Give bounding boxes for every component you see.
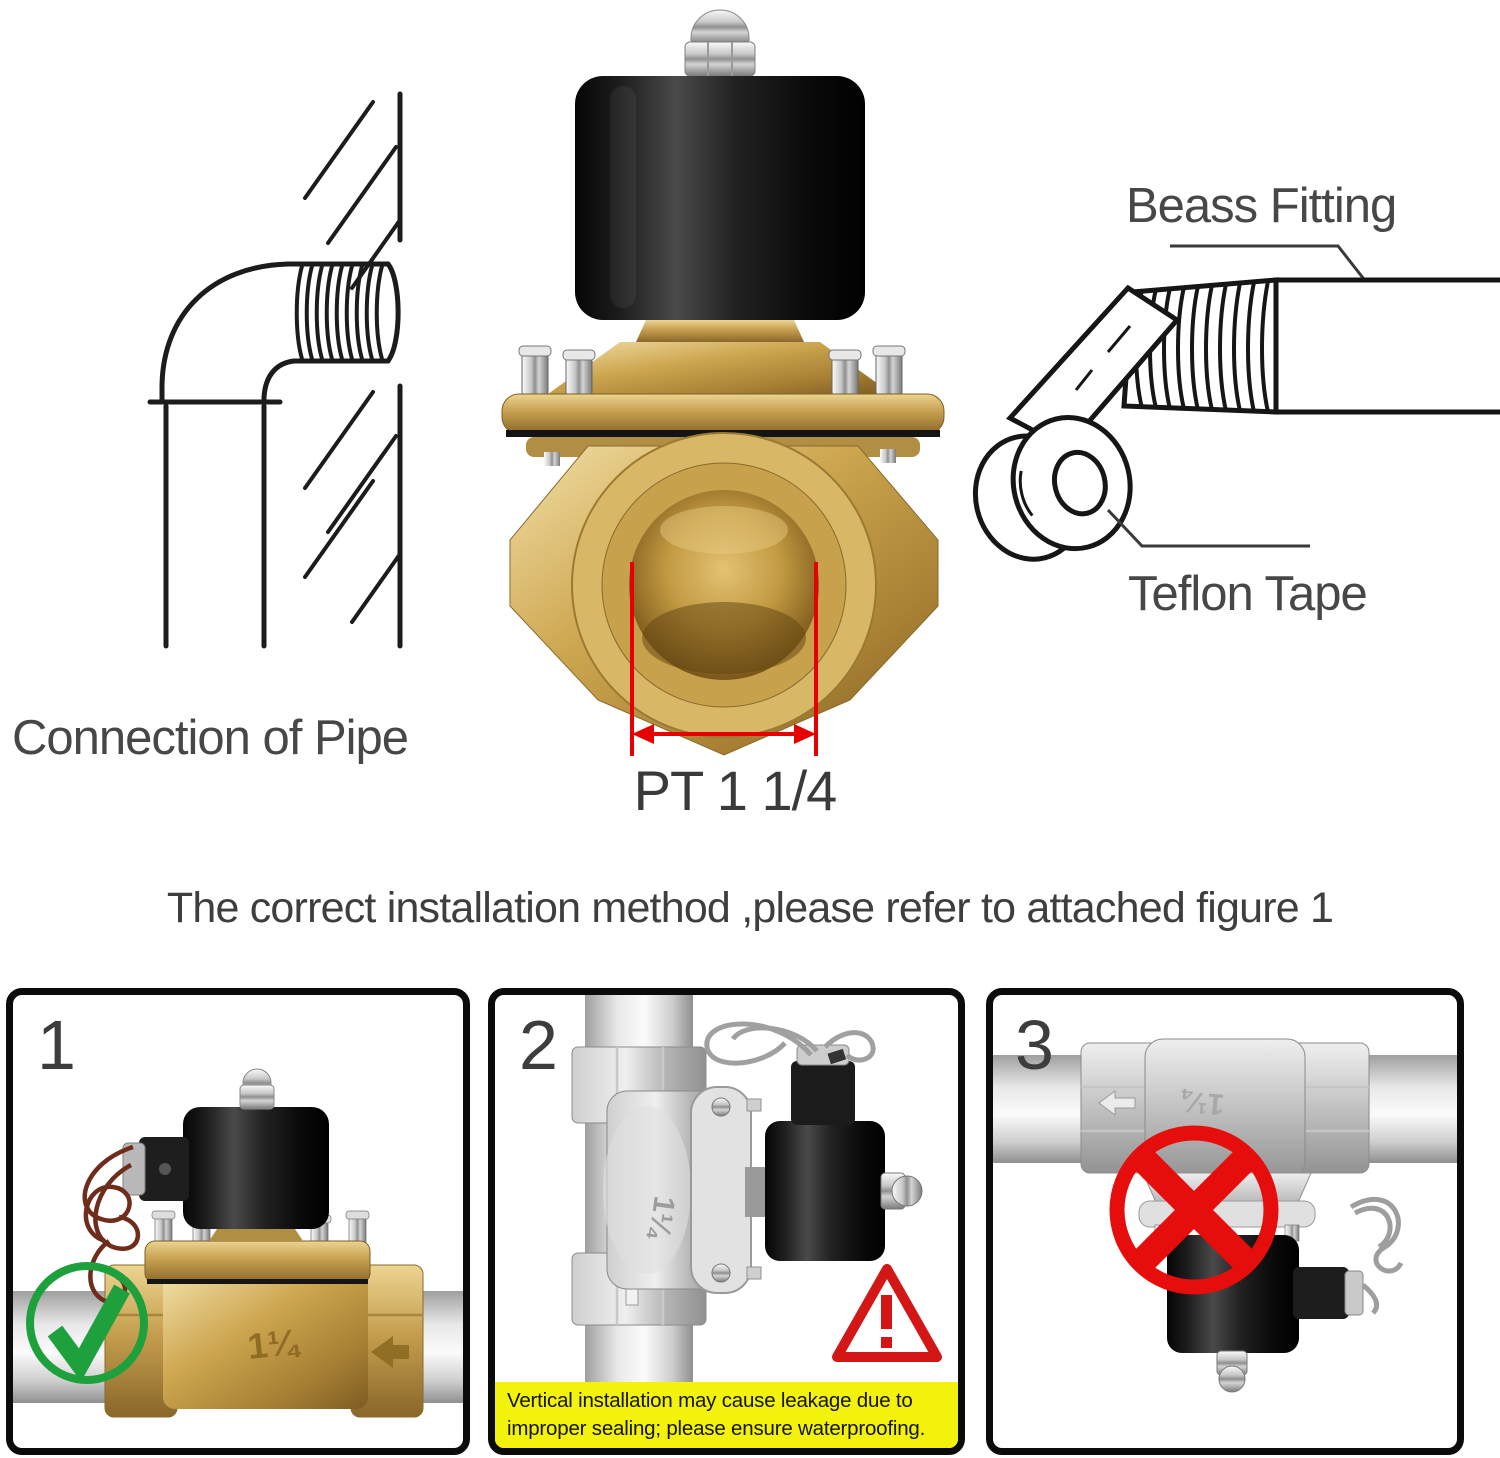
warning-banner: Vertical installation may cause leakage … <box>495 1382 958 1448</box>
check-icon <box>26 1262 148 1384</box>
valve-body <box>1144 1038 1306 1180</box>
bolt <box>711 1097 731 1117</box>
din-connector <box>1293 1267 1349 1319</box>
bonnet-flange <box>690 1086 752 1294</box>
installation-panel-2: 2 1¼ <box>488 988 965 1455</box>
acorn-nut-dome <box>690 9 750 45</box>
screw <box>880 449 896 463</box>
thread-lines <box>1134 280 1270 413</box>
panel-number: 3 <box>1015 1006 1054 1084</box>
flange <box>144 1240 371 1284</box>
panel-number: 2 <box>519 1006 558 1084</box>
pipe-connection-label: Connection of Pipe <box>12 711 409 765</box>
acorn-nut-dome <box>1218 1365 1246 1393</box>
gasket-line <box>147 1279 368 1284</box>
solenoid-coil <box>575 76 865 320</box>
acorn-nut-dome <box>891 1175 923 1207</box>
panel3-art: 1¼ <box>993 1038 1457 1393</box>
port-dimension-label: PT 1 1/4 <box>633 759 838 822</box>
acorn-nut-hex <box>239 1084 275 1110</box>
lead-wires <box>82 1144 140 1305</box>
solenoid-coil <box>1167 1235 1299 1353</box>
dimension-lines <box>630 562 818 756</box>
bolt-tip <box>746 1098 762 1112</box>
dimension-arrow <box>632 724 654 744</box>
pipe-body <box>1273 277 1500 415</box>
flow-arrow-marking <box>371 1336 409 1368</box>
brass-valve: 1¼ <box>82 1068 424 1418</box>
screw <box>544 452 560 466</box>
fitting-diagram <box>972 244 1500 562</box>
valve-flange <box>501 393 945 435</box>
lead-wires <box>1349 1197 1404 1315</box>
prohibited-icon <box>1109 1125 1279 1295</box>
warning-icon <box>832 1264 942 1362</box>
panel1-art: 1¼ <box>13 1068 463 1418</box>
dimension-arrow <box>794 724 816 744</box>
teflon-tape-label: Teflon Tape <box>1128 567 1368 621</box>
tape-strip-marks <box>1074 325 1132 391</box>
pipe-elbow-diagram <box>147 91 403 649</box>
valve-size-marking: 1¼ <box>246 1321 303 1367</box>
brass-fitting-leader-line <box>1170 244 1376 293</box>
bolt <box>711 1263 731 1283</box>
panel-number: 1 <box>37 1006 76 1084</box>
din-connector <box>791 1061 855 1125</box>
flange-bolts <box>518 345 906 397</box>
valve-size-marking: 1¼ <box>1178 1084 1225 1121</box>
installation-panel-1: 1 <box>6 988 470 1455</box>
teflon-tape-leader-line <box>1106 508 1310 548</box>
valve-neck <box>548 342 892 394</box>
valve-photo <box>501 9 945 756</box>
thread-lines <box>294 264 384 361</box>
top-artwork <box>147 9 1500 756</box>
acorn-nut-hex <box>684 41 756 77</box>
bolt-tip <box>746 1266 762 1280</box>
warning-text-line2: improper sealing; please ensure waterpro… <box>507 1417 926 1440</box>
valve-size-marking: 1¼ <box>642 1194 681 1243</box>
warning-text-line1: Vertical installation may cause leakage … <box>507 1389 913 1412</box>
thread-end-cap <box>385 261 401 364</box>
solenoid-coil <box>183 1107 329 1229</box>
brass-fitting-label: Beass Fitting <box>1126 179 1397 233</box>
elbow-inner-curve <box>261 358 297 405</box>
neck <box>745 1167 767 1217</box>
coil-collar <box>636 320 804 342</box>
panel2-art: 1¼ <box>571 995 942 1395</box>
elbow-outer-curve <box>159 261 291 405</box>
solenoid-coil <box>765 1121 885 1261</box>
lead-wires <box>704 1021 876 1066</box>
tape-roll <box>972 415 1133 562</box>
installation-heading: The correct installation method ,please … <box>166 884 1334 932</box>
installation-panel-3: 3 1¼ <box>986 988 1464 1455</box>
wall-hatching <box>303 100 402 624</box>
valve-body <box>163 1275 368 1409</box>
wire-clamp <box>827 1048 847 1065</box>
din-connector-cap <box>1344 1270 1364 1316</box>
flow-arrow-marking <box>1098 1090 1136 1116</box>
